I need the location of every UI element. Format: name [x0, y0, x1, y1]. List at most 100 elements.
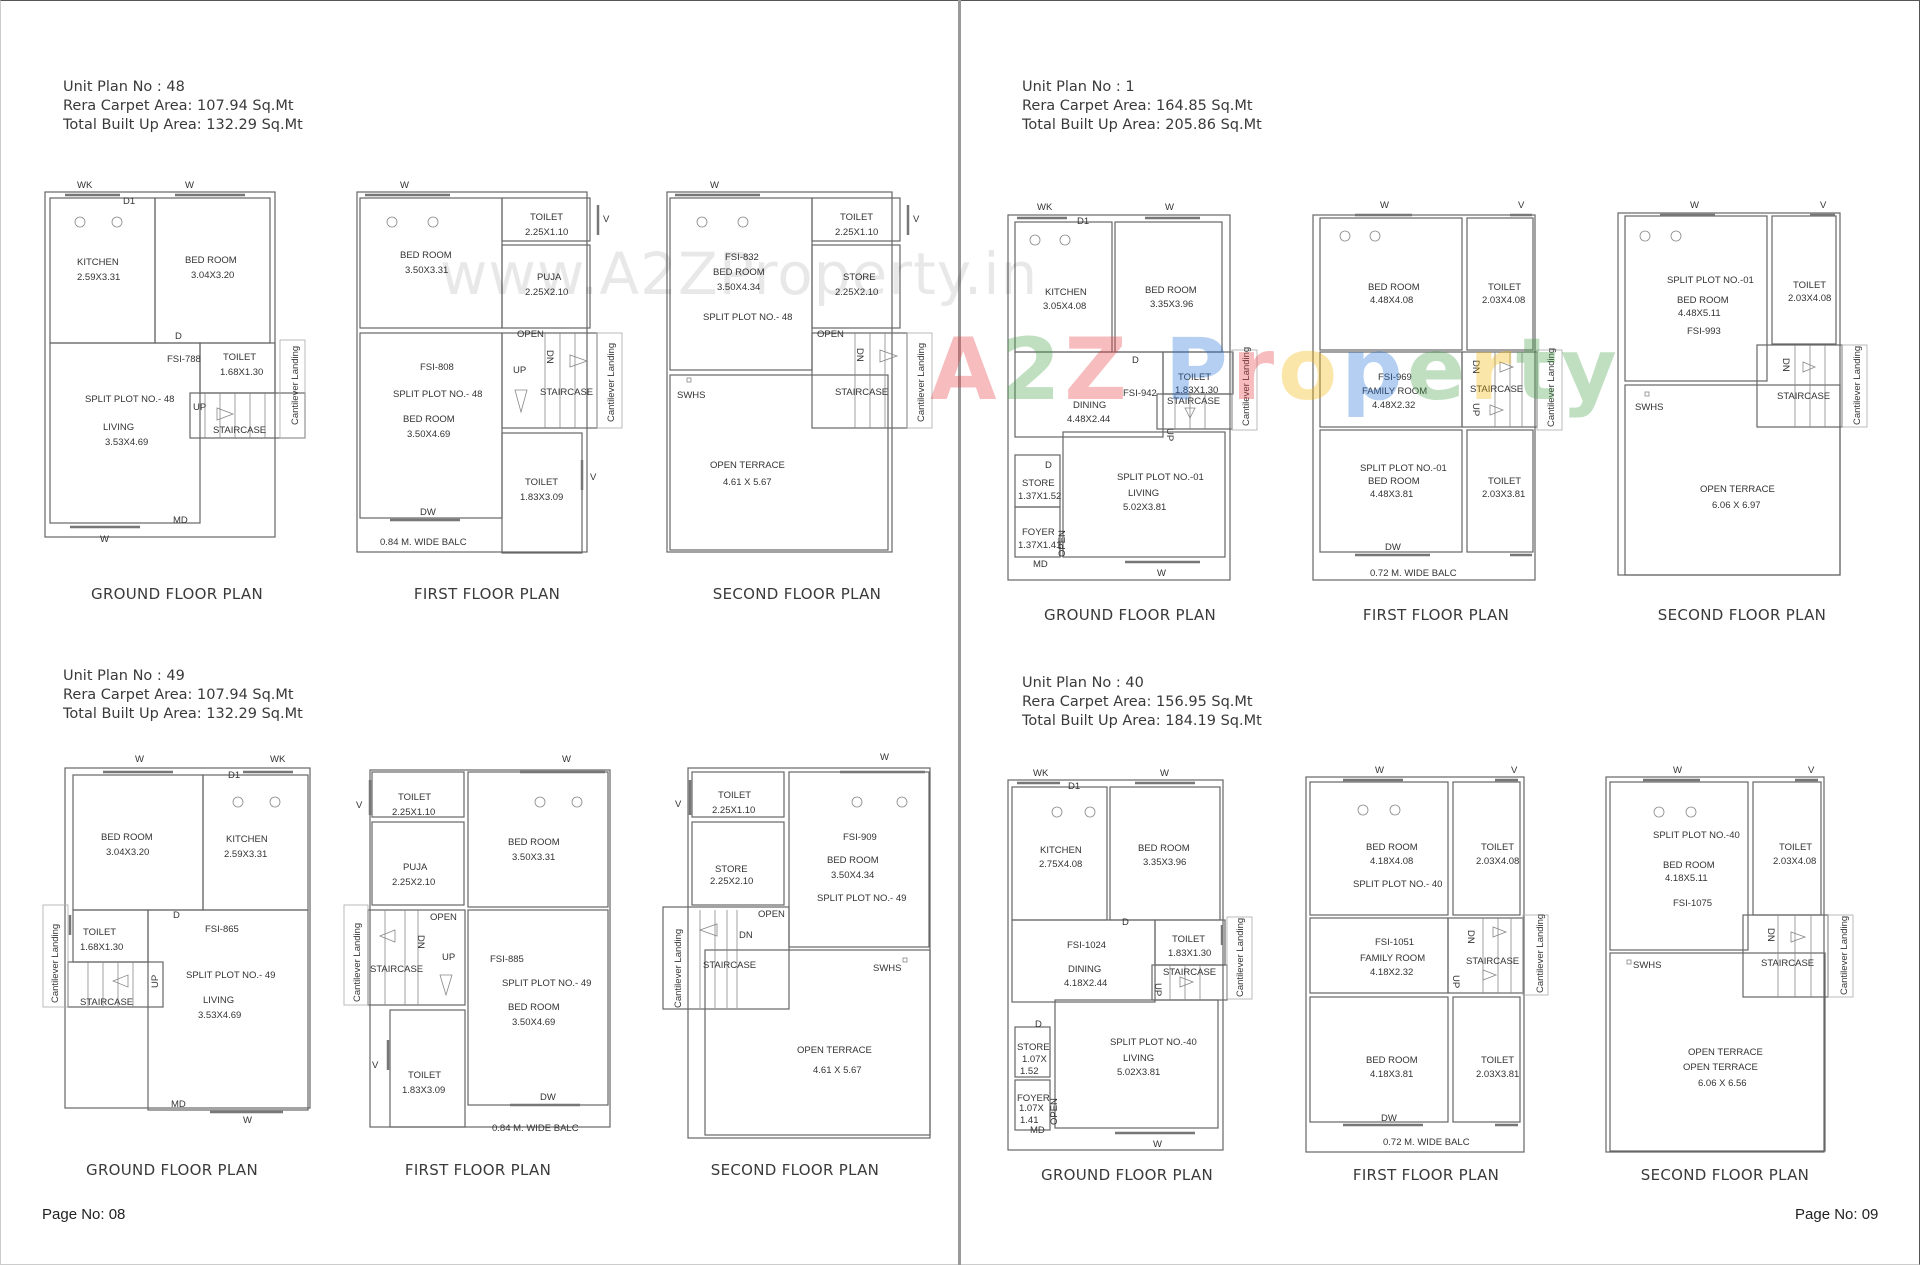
room-dim: 4.18X5.11 [1665, 873, 1708, 884]
cantilever-landing-label: Cantilever Landing [916, 343, 927, 422]
swhs-label: SWHS [1633, 960, 1662, 971]
room-store: STORE [1017, 1042, 1050, 1053]
unit-1-info: Unit Plan No : 1 Rera Carpet Area: 164.8… [1022, 78, 1262, 135]
window-label: W [243, 1115, 252, 1126]
split-plot-label: SPLIT PLOT NO.- 48 [393, 389, 482, 400]
window-label: W [1673, 765, 1682, 776]
room-dim: 2.59X3.31 [224, 849, 267, 860]
down-label: DN [1470, 360, 1481, 374]
room-dim: 1.07X [1019, 1103, 1044, 1114]
total-built-up-area: Total Built Up Area: 132.29 Sq.Mt [63, 117, 303, 133]
room-store: STORE [1022, 478, 1055, 489]
down-label: DN [415, 935, 426, 949]
room-dim: 6.06 X 6.97 [1712, 500, 1761, 511]
unit-40-first-floor-plan: W V BED ROOM 4.18X4.08 SPLIT PLOT NO.- 4… [1303, 765, 1573, 1160]
up-label: UP [1164, 428, 1175, 441]
room-dim: 3.05X4.08 [1043, 301, 1086, 312]
up-label: UP [193, 402, 206, 413]
watermark-url: www.A2ZProperty.in [440, 240, 1039, 308]
watermark-brand-logo: A2Z Property [930, 320, 1621, 420]
swhs-label: SWHS [1635, 402, 1664, 413]
room-kitchen: KITCHEN [77, 257, 119, 268]
room-puja: PUJA [537, 272, 562, 283]
room-dim: 3.50X3.31 [512, 852, 555, 863]
room-dining: DINING [1073, 400, 1106, 411]
room-store: STORE [715, 864, 748, 875]
staircase-label: STAIRCASE [1761, 958, 1814, 969]
room-dim: 3.35X3.96 [1150, 299, 1193, 310]
unit-48-info: Unit Plan No : 48 Rera Carpet Area: 107.… [63, 78, 303, 135]
room-dim: 2.03X4.08 [1788, 293, 1831, 304]
room-dim: 3.04X3.20 [191, 270, 234, 281]
fsi-label: FSI-1024 [1067, 940, 1106, 951]
unit-40-info: Unit Plan No : 40 Rera Carpet Area: 156.… [1022, 674, 1262, 731]
staircase-label: STAIRCASE [80, 997, 133, 1008]
unit-48-first-floor-plan: W BED ROOM 3.50X3.31 TOILET 2.25X1.10 V … [355, 180, 625, 565]
door-window-label: DW [540, 1092, 556, 1103]
room-bedroom: BED ROOM [400, 250, 452, 261]
room-dim: 2.25X1.10 [525, 227, 568, 238]
watermark-letter: p [1341, 320, 1407, 420]
staircase-label: STAIRCASE [370, 964, 423, 975]
room-kitchen: KITCHEN [226, 834, 268, 845]
balcony-label: 0.72 M. WIDE BALC [1383, 1137, 1470, 1148]
room-puja: PUJA [403, 862, 428, 873]
door-label: D [1035, 1019, 1042, 1030]
room-bedroom: BED ROOM [713, 267, 765, 278]
room-dim: 1.83X3.09 [402, 1085, 445, 1096]
room-dim: 4.18X2.32 [1370, 967, 1413, 978]
ventilator-label: V [1808, 765, 1815, 776]
window-label: W [1375, 765, 1384, 776]
second-floor-plan-title: SECOND FLOOR PLAN [712, 585, 882, 603]
split-plot-label: SPLIT PLOT NO.-01 [1667, 275, 1754, 286]
cantilever-landing-label: Cantilever Landing [290, 346, 301, 425]
room-dim: 4.48X4.08 [1370, 295, 1413, 306]
page-number-left: Page No: 08 [42, 1206, 126, 1223]
room-bedroom: BED ROOM [403, 414, 455, 425]
ground-floor-plan-title: GROUND FLOOR PLAN [1044, 606, 1216, 624]
down-label: DN [1780, 358, 1791, 372]
room-dim: 1.83X1.30 [1175, 385, 1218, 396]
split-plot-label: SPLIT PLOT NO.- 49 [502, 978, 591, 989]
main-door-label: MD [1030, 1125, 1045, 1136]
split-plot-label: SPLIT PLOT NO.- 49 [186, 970, 275, 981]
window-label: W [135, 754, 144, 765]
room-toilet: TOILET [1488, 476, 1521, 487]
unit-49-second-floor-plan: W TOILET 2.25X1.10 V STORE 2.25X2.10 FSI… [655, 750, 935, 1145]
ground-floor-plan-title: GROUND FLOOR PLAN [91, 585, 263, 603]
room-dim: 2.25X2.10 [392, 877, 435, 888]
door-label: D [173, 910, 180, 921]
staircase-label: STAIRCASE [1466, 956, 1519, 967]
unit-48-second-floor-plan: W FSI-832 BED ROOM 3.50X4.34 SPLIT PLOT … [665, 180, 935, 565]
room-dim: 2.75X4.08 [1039, 859, 1082, 870]
room-bedroom: BED ROOM [827, 855, 879, 866]
rera-carpet-area: Rera Carpet Area: 107.94 Sq.Mt [63, 98, 294, 114]
room-kitchen: KITCHEN [1045, 287, 1087, 298]
open-terrace-label: OPEN TERRACE [797, 1045, 872, 1056]
room-dim: 1.68X1.30 [220, 367, 263, 378]
open-terrace-label: OPEN TERRACE [1688, 1047, 1763, 1058]
unit-49-ground-floor-plan: W WK D1 BED ROOM 3.04X3.20 KITCHEN 2.59X… [38, 750, 318, 1145]
room-dim: 3.50X4.69 [512, 1017, 555, 1028]
room-dim: 1.37X1.41 [1018, 540, 1061, 551]
room-bedroom: BED ROOM [1145, 285, 1197, 296]
window-label: W [710, 180, 719, 191]
room-dining: DINING [1068, 964, 1101, 975]
fsi-label: FSI-969 [1378, 372, 1412, 383]
window-label: W [1690, 200, 1699, 211]
room-dim: 2.03X3.81 [1482, 489, 1525, 500]
window-label: W [1160, 768, 1169, 779]
unit-plan-number: Unit Plan No : 49 [63, 668, 185, 684]
balcony-label: 0.72 M. WIDE BALC [1370, 568, 1457, 579]
ground-floor-plan-title: GROUND FLOOR PLAN [1041, 1166, 1213, 1184]
room-dim: 4.61 X 5.67 [813, 1065, 862, 1076]
room-dim: 3.53X4.69 [198, 1010, 241, 1021]
room-dim: 4.18X3.81 [1370, 1069, 1413, 1080]
room-dim: 1.37X1.52 [1018, 491, 1061, 502]
watermark-letter: r [1469, 320, 1516, 420]
room-bedroom: BED ROOM [101, 832, 153, 843]
room-bedroom: BED ROOM [185, 255, 237, 266]
room-toilet: TOILET [408, 1070, 441, 1081]
door-label: D1 [1068, 781, 1080, 792]
room-dim: 4.48X2.44 [1067, 414, 1110, 425]
